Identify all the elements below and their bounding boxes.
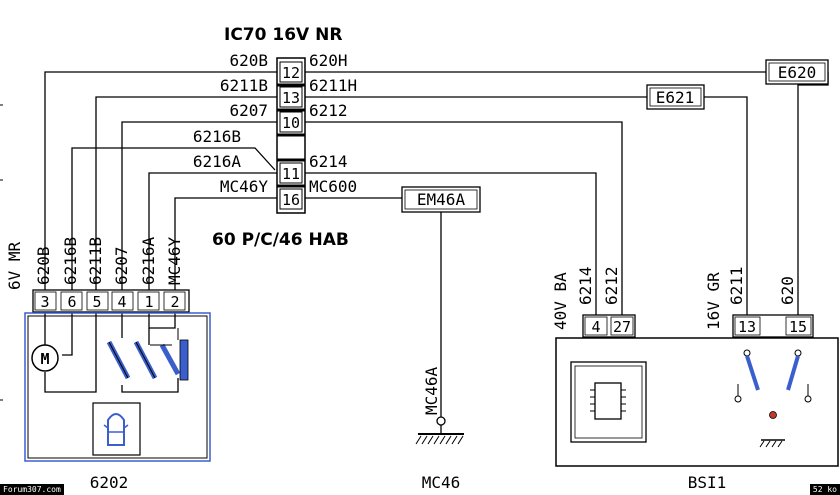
bsi-pin: 27 <box>613 318 631 336</box>
wire-label-right: 620H <box>309 51 348 70</box>
wire-label-left: MC46Y <box>220 177 269 196</box>
wire-label-left: 620B <box>229 51 268 70</box>
tag-label: E621 <box>656 88 695 107</box>
module-bsi1: 40V BA 6214 6212 16V GR 6211 620 4 27 13… <box>551 266 839 492</box>
connector-pin: 12 <box>282 64 300 82</box>
bsi-pin: 15 <box>789 318 807 336</box>
module-6202: 6V MR 620B 6216B 6211B 6207 6216A MC46Y … <box>5 236 211 492</box>
wire-6216B <box>71 147 276 290</box>
relay-switch-icon <box>734 349 812 448</box>
wire-label-left: 6211B <box>220 76 268 95</box>
tag-e621: E621 <box>646 84 705 110</box>
footer-size: 52 ko <box>809 484 840 495</box>
edge-ticks <box>0 104 3 401</box>
bsi-wire-label: 6211 <box>727 266 746 305</box>
motor-icon: M <box>31 344 59 372</box>
bsi-pin: 4 <box>591 318 600 336</box>
wire-6211-bsi <box>704 96 748 315</box>
chip-icon <box>570 361 647 443</box>
module-name: 6202 <box>90 473 129 492</box>
wire-6216A <box>148 172 597 315</box>
tag-em46a: EM46A <box>401 186 481 213</box>
ic70-connector: IC70 16V NR 60 P/C/46 HAB 12 13 10 11 16… <box>193 25 357 250</box>
wire-label-left: 6216B <box>193 127 241 146</box>
module-wire-label: 6216A <box>139 236 158 285</box>
wire-label-right: MC600 <box>309 177 357 196</box>
wire-label-right: 6211H <box>309 76 357 95</box>
ground-icon <box>415 435 464 445</box>
footer-watermark: Forum307.com <box>0 484 64 495</box>
wire-label-right: 6212 <box>309 101 348 120</box>
switch-icon <box>106 328 189 381</box>
wire-6202-internal-5 <box>148 312 176 329</box>
connector-pin: 11 <box>282 165 300 183</box>
connector-title: IC70 16V NR <box>224 25 342 45</box>
bsi-connector-label: 40V BA <box>551 272 570 330</box>
module-pin: 6 <box>67 293 76 311</box>
module-pin: 4 <box>117 293 126 311</box>
wire-620-bsi <box>797 72 829 315</box>
module-wire-label: 6207 <box>112 246 131 285</box>
connector-subtitle: 60 P/C/46 HAB <box>212 230 349 250</box>
car-icon <box>92 402 141 456</box>
wire-620 <box>44 71 766 290</box>
wire-6202-internal-3 <box>44 312 97 393</box>
module-wire-label: 620B <box>34 246 53 285</box>
module-wire-label: 6216B <box>61 237 80 285</box>
module-pin: 1 <box>144 293 153 311</box>
bsi-pin: 13 <box>738 318 756 336</box>
connector-pin: 16 <box>282 191 300 209</box>
bsi-wire-label: 6214 <box>576 266 595 305</box>
wire-6211 <box>95 96 647 290</box>
wire-MC46Y <box>174 197 402 290</box>
module-pin: 5 <box>92 293 101 311</box>
wire-6202-internal-2 <box>62 312 73 356</box>
bsi-connector-label: 16V GR <box>704 272 723 330</box>
wire-label-left: 6216A <box>193 152 242 171</box>
bsi-name: BSI1 <box>688 473 727 492</box>
wire-6207 <box>121 121 623 315</box>
bsi-wire-label: 620 <box>778 276 797 305</box>
module-pin: 3 <box>40 293 49 311</box>
module-connector-label: 6V MR <box>5 241 24 290</box>
module-wire-label: MC46Y <box>165 236 184 285</box>
ground-wire-label: MC46A <box>422 366 441 415</box>
bsi-wire-label: 6212 <box>602 266 621 305</box>
ground-name: MC46 <box>422 473 461 492</box>
module-pin: 2 <box>170 293 179 311</box>
wire-label-left: 6207 <box>229 101 268 120</box>
connector-pin: 10 <box>282 114 300 132</box>
module-wire-label: 6211B <box>86 237 105 285</box>
ground-mc46: MC46A MC46 <box>415 366 464 492</box>
svg-text:M: M <box>40 350 49 368</box>
connector-pin: 13 <box>282 89 300 107</box>
tag-label: EM46A <box>417 190 466 209</box>
wire-label-right: 6214 <box>309 152 348 171</box>
wire-6202-internal-7 <box>121 378 179 393</box>
tag-e620: E620 <box>765 59 829 85</box>
tag-label: E620 <box>778 63 817 82</box>
wires <box>44 71 829 440</box>
